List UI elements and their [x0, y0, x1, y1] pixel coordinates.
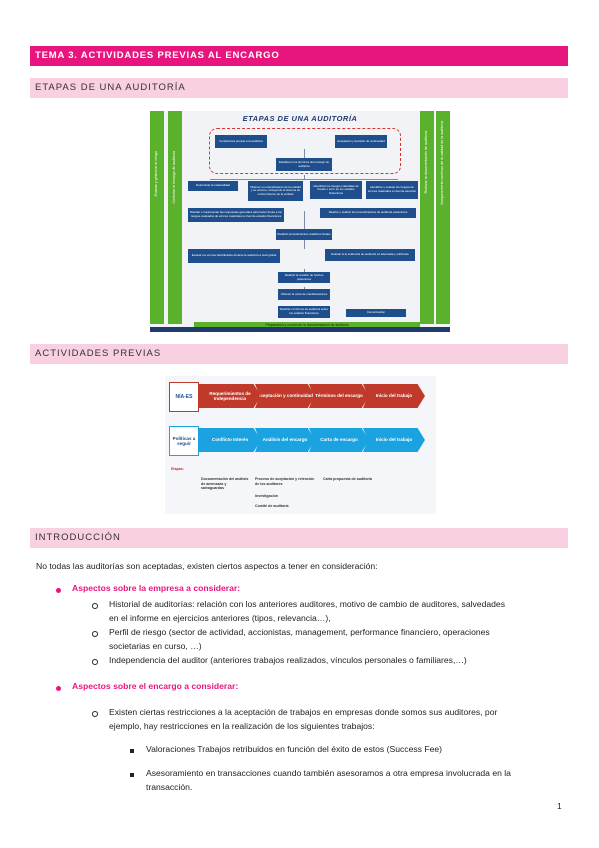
row2-label: Políticas a seguir: [169, 426, 199, 456]
etapa-3: Carta propuesta de auditoría: [323, 477, 372, 481]
right-column-1-label: Realizar la documentación de auditoría: [424, 131, 428, 194]
bullet-icon: [92, 603, 98, 609]
bullet-icon: [92, 711, 98, 717]
right-column-2-label: Aseguramiento continuo de la calidad de …: [440, 121, 444, 205]
diagram-box: Obtener la carta de manifestaciones: [278, 289, 330, 300]
bullet-icon: [56, 686, 61, 691]
intro-item-historial-1: Historial de auditorías: relación con lo…: [109, 599, 506, 609]
page-title: TEMA 3. ACTIVIDADES PREVIAS AL ENCARGO: [30, 46, 568, 66]
page-number: 1: [557, 801, 562, 811]
row2-step-2: Análisis del encargo: [255, 428, 315, 452]
left-column-2-label: Controlar el encargo de auditoría: [172, 151, 176, 204]
row2-step-1: Conflicto Interés: [199, 428, 261, 452]
bullet-icon: [130, 749, 134, 753]
previous-activities-diagram: NIA-ES Políticas a seguir Requerimientos…: [165, 376, 436, 514]
intro-subitem-valoraciones: Valoraciones Trabajos retribuidos en fun…: [146, 744, 443, 754]
diagram-box: Evaluar los errores identificados durant…: [188, 249, 280, 263]
etapa-1: Documentación del análisis de amenazas y…: [201, 477, 249, 491]
row1-label: NIA-ES: [169, 382, 199, 412]
bullet-icon: [92, 659, 98, 665]
diagram-box: Diseñar e implementar las respuestas gen…: [188, 208, 284, 222]
etapa-2a: Proceso de aceptación y retención de los…: [255, 477, 315, 486]
bullet-icon: [130, 773, 134, 777]
section-heading-etapas: ETAPAS DE UNA AUDITORÍA: [30, 78, 568, 98]
diagram-box: Condiciones previas a la auditoría: [215, 135, 267, 148]
intro-item-historial-2: en el informe en ejercicios anteriores (…: [109, 613, 331, 623]
etapa-2b: Investigación: [255, 494, 278, 498]
section-heading-introduccion: INTRODUCCIÓN: [30, 528, 568, 548]
row1-step-1: Requerimientos de Independencia: [199, 384, 261, 408]
etapa-2c: Comité de auditoría: [255, 504, 289, 508]
preconditions-outline: [209, 128, 401, 174]
bullet-icon: [92, 631, 98, 637]
intro-item-riesgo-2: societarias en curso, …): [109, 641, 202, 651]
diagram-box: Establecer los términos del encargo de a…: [276, 158, 332, 171]
bullet-icon: [56, 588, 61, 593]
intro-item-riesgo-1: Perfil de riesgo (sector de actividad, a…: [109, 627, 490, 637]
diagram-box: Realizar la revisión de hechos posterior…: [278, 272, 330, 283]
diagram-box: Diseñar y realizar los procedimientos de…: [320, 208, 416, 218]
intro-subitem-asesoramiento-2: transacción.: [146, 782, 193, 792]
row1-step-4: Inicio del trabajo: [363, 384, 425, 408]
intro-heading-empresa: Aspectos sobre la empresa a considerar:: [72, 583, 241, 593]
left-column-2: Controlar el encargo de auditoría: [168, 111, 182, 324]
row2-step-4: Inicio del trabajo: [363, 428, 425, 452]
left-column-1: Evaluar y gestionar el riesgo: [150, 111, 164, 324]
intro-item-restricciones-1: Existen ciertas restricciones a la acept…: [109, 707, 498, 717]
intro-heading-encargo: Aspectos sobre el encargo a considerar:: [72, 681, 239, 691]
diagram-box: Realizar el informe de auditoría sobre l…: [278, 306, 330, 318]
etapas-label: Etapas:: [171, 467, 184, 471]
bottom-bar: Preparación y control de la documentació…: [194, 322, 420, 329]
row1-step-3: Términos del encargo: [309, 384, 369, 408]
row2-step-3: Carta de encargo: [309, 428, 369, 452]
diagram-box: Identificar los riesgos materiales de fr…: [310, 181, 362, 199]
diagram-box: Evaluar si la evidencia de auditoría es …: [325, 249, 415, 261]
intro-item-independencia: Independencia del auditor (anteriores tr…: [109, 655, 467, 665]
diagram-box: Identificar y evaluar los riesgos de err…: [366, 181, 418, 199]
right-column-1: Realizar la documentación de auditoría: [420, 111, 434, 324]
intro-lead: No todas las auditorías son aceptadas, e…: [36, 561, 378, 571]
left-column-1-label: Evaluar y gestionar el riesgo: [154, 151, 158, 197]
footer-strip: [150, 327, 450, 332]
intro-subitem-asesoramiento-1: Asesoramiento en transacciones cuando ta…: [146, 768, 511, 778]
bottom-bar-label: Preparación y control de la documentació…: [265, 323, 349, 327]
diagram-box: Determinar la materialidad: [188, 181, 238, 191]
diagram-box: Realizar procedimientos analíticos final…: [276, 229, 332, 240]
comunicacion-box: Comunicación: [346, 309, 406, 317]
right-column-2: Aseguramiento continuo de la calidad de …: [436, 111, 450, 324]
diagram-box: Obtener un entendimiento de la entidad y…: [248, 181, 303, 201]
diagram-box: Aceptación y decisión de continuidad: [335, 135, 387, 148]
diagram-heading: ETAPAS DE UNA AUDITORÍA: [242, 114, 358, 123]
intro-item-restricciones-2: ejemplo, hay restricciones en la realiza…: [109, 721, 375, 731]
audit-stages-diagram: Evaluar y gestionar el riesgo Controlar …: [150, 111, 450, 332]
row1-step-2: Aceptación y continuidad: [255, 384, 315, 408]
section-heading-actividades: ACTIVIDADES PREVIAS: [30, 344, 568, 364]
